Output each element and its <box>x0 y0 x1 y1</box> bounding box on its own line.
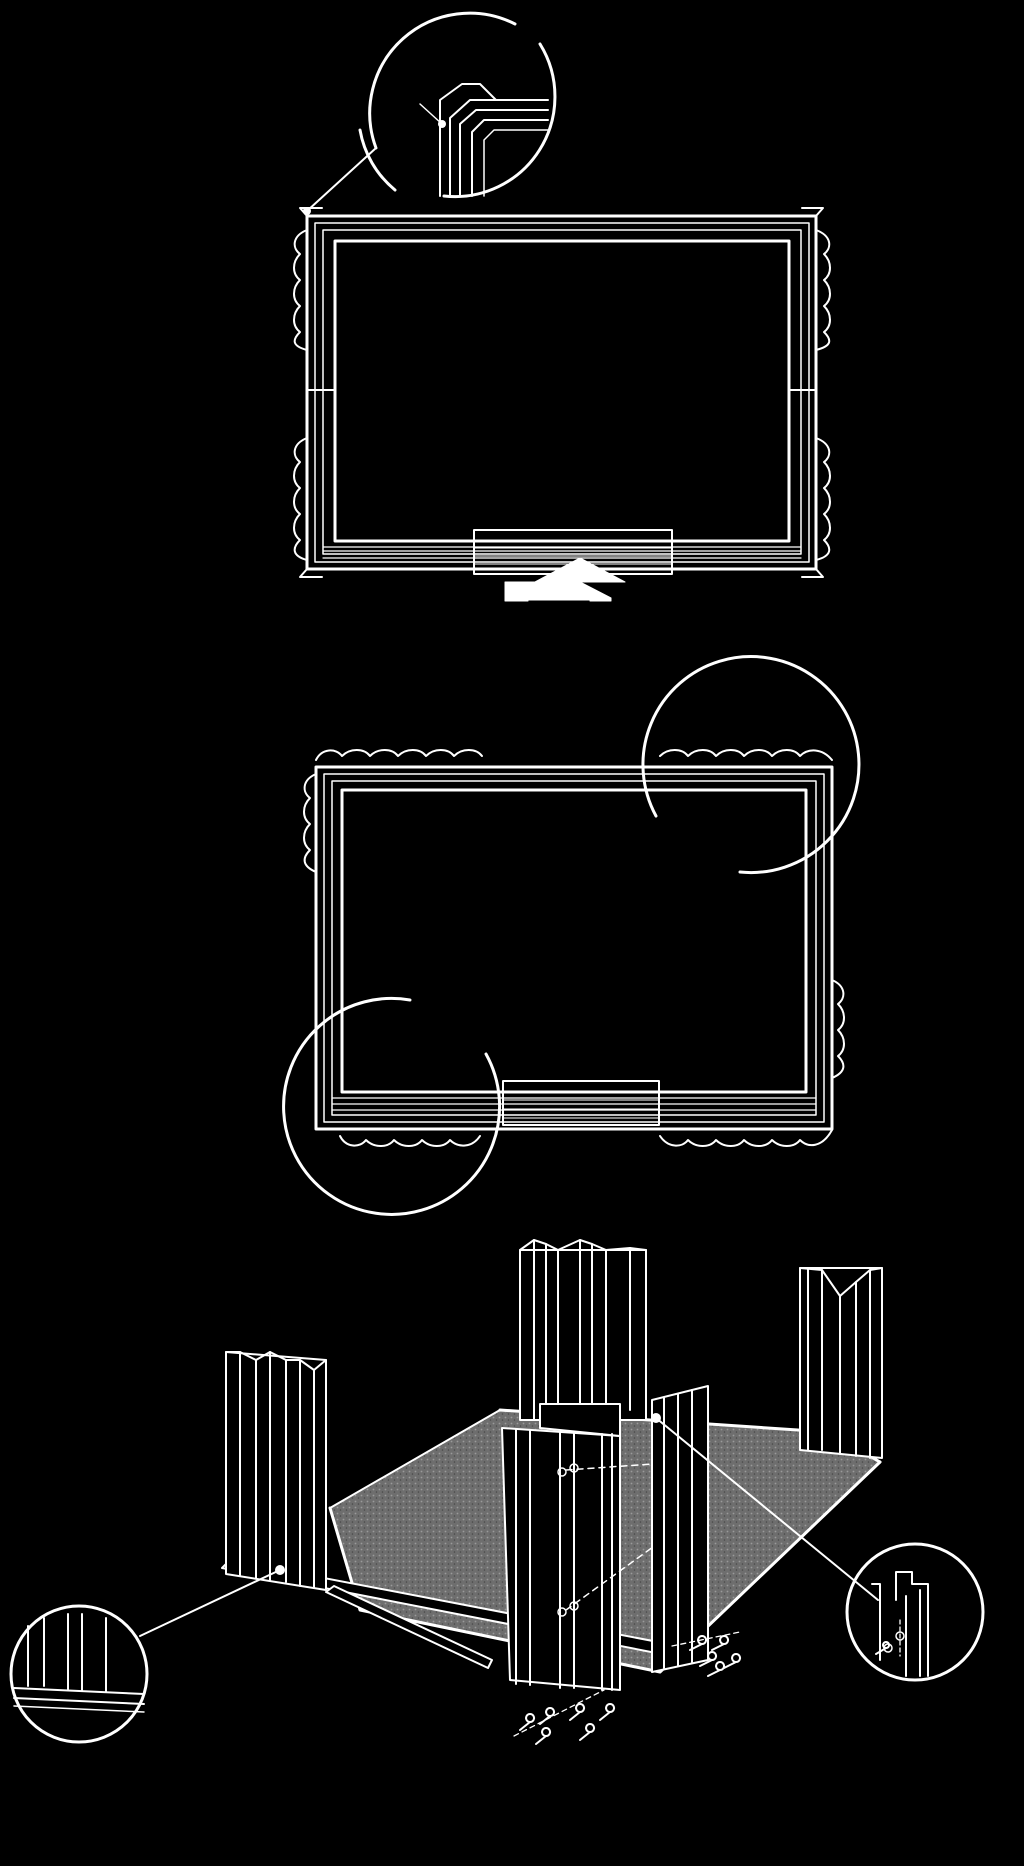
front-right-wall-panel <box>651 1385 709 1673</box>
right-post-detail-callout <box>845 1542 985 1682</box>
right-corrugated-edge <box>815 229 831 351</box>
right-corrugated-edge <box>831 979 845 1079</box>
step-3-wall-panel-assembly <box>9 1239 985 1745</box>
top-corrugated-edge <box>315 749 833 761</box>
left-callout-leader <box>139 1569 281 1637</box>
frame-inner-rail <box>340 788 808 1094</box>
step-2-base-frame-corners <box>282 655 861 1216</box>
corner-detail-callout <box>368 11 517 150</box>
bottom-left-corner-callout <box>282 996 502 1216</box>
left-wall-panel <box>225 1351 327 1591</box>
callout-leader-line <box>306 147 377 212</box>
top-right-corner-callout <box>641 655 861 875</box>
left-corrugated-edge <box>303 773 317 873</box>
push-direction-arrow-icon <box>504 581 612 602</box>
center-joint-plate <box>502 1080 660 1126</box>
back-right-corner-post <box>799 1267 883 1459</box>
frame-outer-rail <box>314 765 834 1131</box>
fasteners <box>513 1631 742 1745</box>
frame-outer-rail <box>305 214 818 571</box>
frame-inner-rail <box>333 239 791 543</box>
back-left-corner-post <box>519 1239 647 1421</box>
right-callout-leader <box>655 1417 879 1601</box>
left-callout-detail <box>13 1613 145 1713</box>
left-corrugated-edge <box>293 229 308 351</box>
right-callout-detail <box>871 1571 929 1677</box>
bottom-corrugated-edge <box>339 1129 833 1147</box>
step-1-base-frame <box>293 11 831 602</box>
front-wall-panel <box>501 1403 683 1691</box>
left-base-detail-callout <box>9 1604 149 1744</box>
